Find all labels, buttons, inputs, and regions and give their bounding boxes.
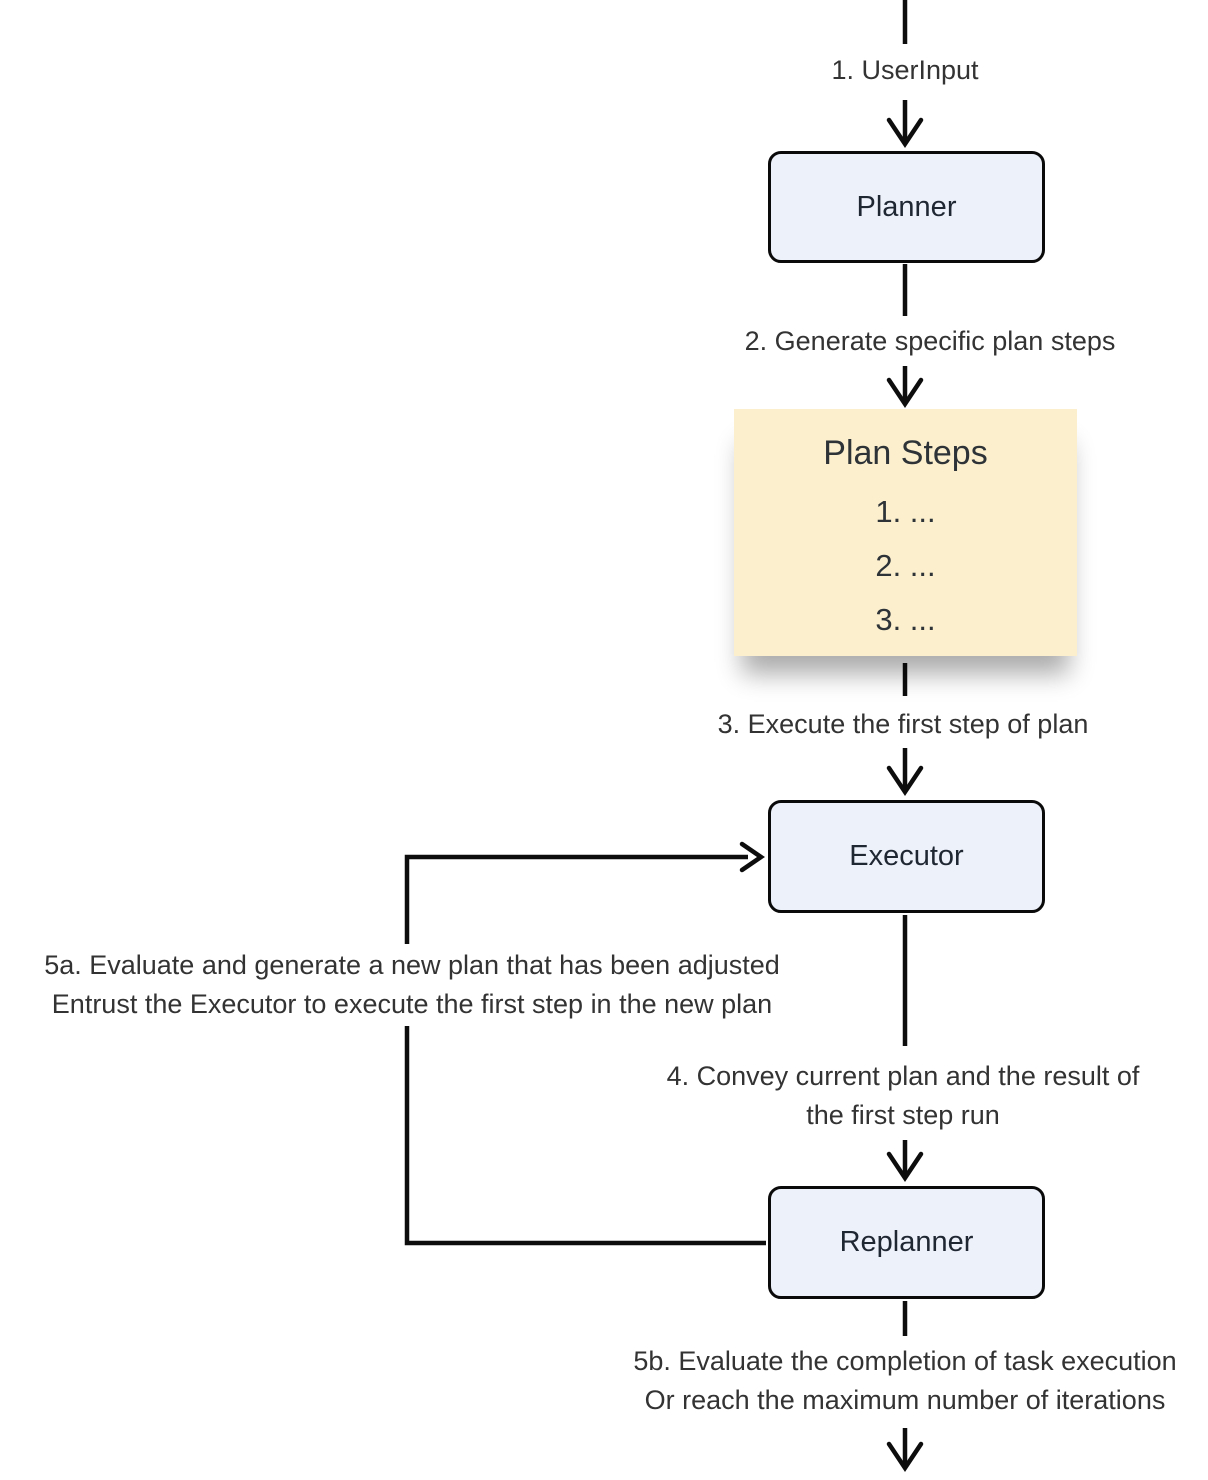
planner-label: Planner (856, 190, 957, 223)
edge-label-generate-plan: 2. Generate specific plan steps (738, 320, 1122, 363)
edge-label-replan-line2: Entrust the Executor to execute the firs… (51, 989, 773, 1019)
replanner-label: Replanner (839, 1226, 974, 1258)
edge-label-replan-line1: 5a. Evaluate and generate a new plan tha… (44, 950, 780, 980)
plan-steps-title: Plan Steps (823, 434, 988, 472)
edge-label-convey-result-line1: 4. Convey current plan and the result of (666, 1061, 1140, 1091)
edge-label-completion: 5b. Evaluate the completion of task exec… (627, 1340, 1183, 1422)
edge-generate-arrowhead (886, 377, 924, 409)
edge-label-completion-line2: Or reach the maximum number of iteration… (644, 1385, 1166, 1415)
edge-label-replan: 5a. Evaluate and generate a new plan tha… (38, 944, 786, 1026)
edge-label-execute-first-step-text: 3. Execute the first step of plan (717, 709, 1089, 739)
edge-label-userinput: 1. UserInput (825, 49, 985, 92)
plan-steps-item-3: 3. ... (875, 602, 936, 637)
replanner-node: Replanner (768, 1186, 1045, 1299)
edge-label-convey-result-line2: the first step run (806, 1100, 1000, 1130)
edge-userinput-arrowhead (886, 117, 924, 149)
edge-execute-arrowhead (886, 765, 924, 797)
edge-replan-loop (404, 854, 766, 1246)
plan-steps-item-1: 1. ... (875, 494, 936, 529)
edge-label-execute-first-step: 3. Execute the first step of plan (711, 703, 1095, 746)
planner-node: Planner (768, 151, 1045, 263)
edge-label-completion-line1: 5b. Evaluate the completion of task exec… (633, 1346, 1177, 1376)
edge-replan-arrowhead (739, 841, 765, 873)
executor-label: Executor (849, 840, 964, 872)
edge-label-convey-result: 4. Convey current plan and the result of… (660, 1055, 1146, 1137)
edge-label-userinput-text: 1. UserInput (831, 55, 979, 85)
executor-node: Executor (768, 800, 1045, 913)
plan-steps-node: Plan Steps 1. ... 2. ... 3. ... (734, 409, 1077, 656)
edge-convey-arrowhead (886, 1151, 924, 1183)
plan-steps-item-2: 2. ... (875, 548, 936, 583)
edge-complete-arrowhead (886, 1441, 924, 1473)
edge-label-generate-plan-text: 2. Generate specific plan steps (744, 326, 1116, 356)
